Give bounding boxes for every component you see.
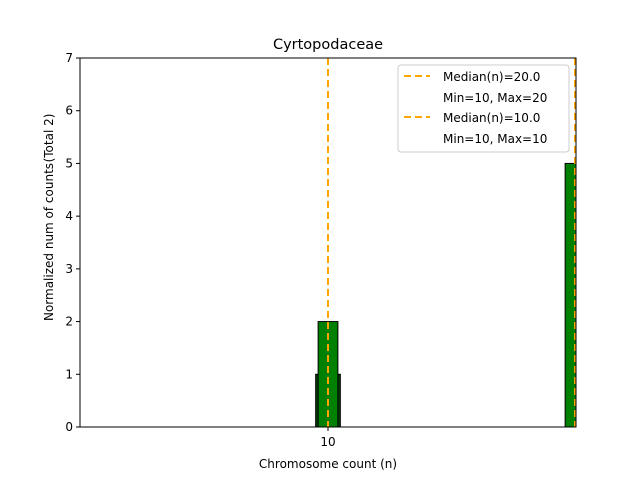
axes: 0 1 2 3 4 5 6 7 10 bbox=[65, 51, 577, 449]
y-tick-label: 3 bbox=[65, 262, 73, 276]
legend-label-1: Median(n)=20.0 bbox=[443, 70, 540, 84]
x-axis-label: Chromosome count (n) bbox=[259, 457, 397, 471]
legend: Median(n)=20.0 Min=10, Max=20 Median(n)=… bbox=[397, 64, 570, 153]
plot-marks bbox=[315, 58, 576, 427]
plot-area bbox=[315, 58, 576, 427]
legend-label-2: Median(n)=10.0 bbox=[443, 111, 540, 125]
y-tick-label: 6 bbox=[65, 104, 73, 118]
y-tick-label: 1 bbox=[65, 367, 73, 381]
x-tick-label: 10 bbox=[320, 435, 335, 449]
legend-sub-2: Min=10, Max=10 bbox=[443, 132, 547, 146]
legend-sub-1: Min=10, Max=20 bbox=[443, 91, 547, 105]
y-axis-total-label: (Total 2) bbox=[42, 114, 56, 163]
y-tick-label: 4 bbox=[65, 209, 73, 223]
y-tick-label: 0 bbox=[65, 420, 73, 434]
y-tick-label: 2 bbox=[65, 315, 73, 329]
bar-dataset-2-10 bbox=[317, 321, 339, 427]
legend-frame bbox=[397, 64, 570, 153]
y-axis-label: Normalized num of counts bbox=[42, 163, 56, 321]
chart-title: Cyrtopodaceae bbox=[273, 37, 383, 53]
y-tick-label: 5 bbox=[65, 156, 73, 170]
y-tick-label: 7 bbox=[65, 51, 73, 65]
